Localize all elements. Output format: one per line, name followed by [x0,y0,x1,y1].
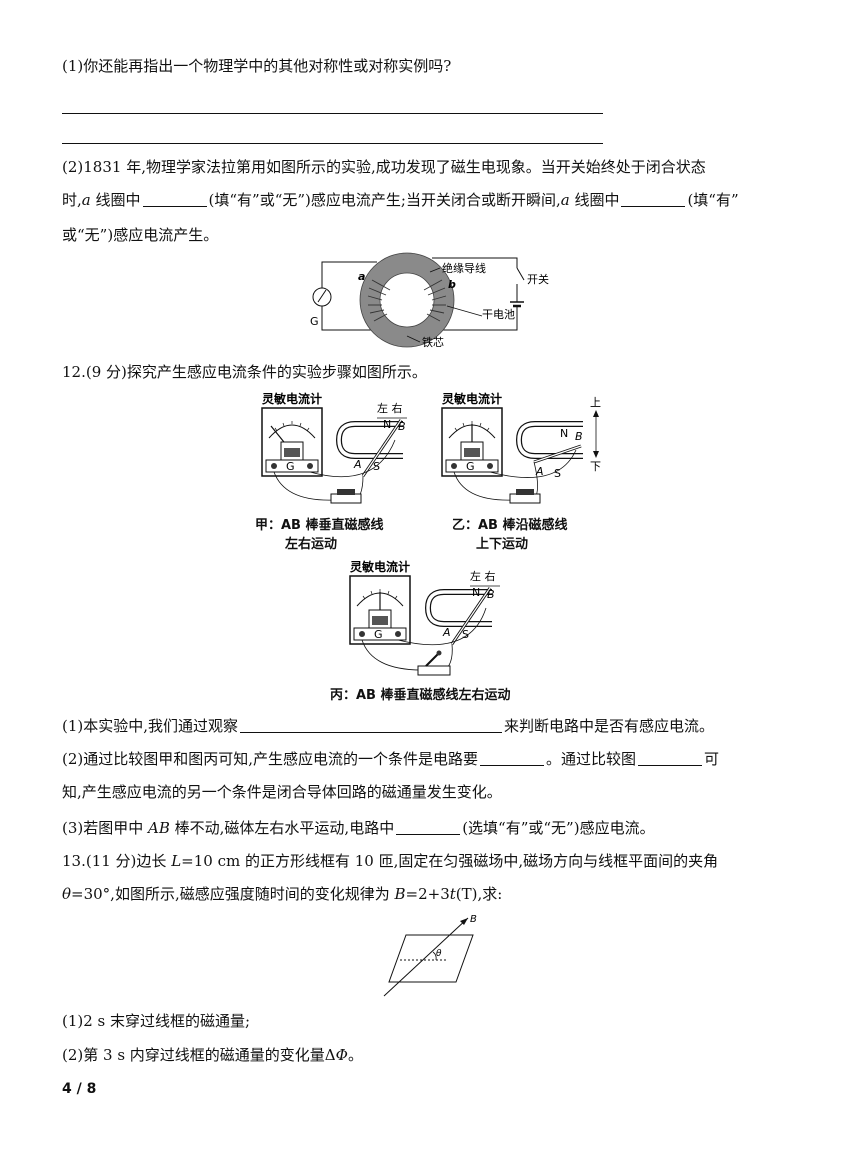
label-down: 下 [590,460,601,473]
label-s: S [554,467,561,480]
fill-blank[interactable] [240,718,503,733]
fill-blank[interactable] [142,192,207,207]
frame-field-figure: B θ [378,910,488,1004]
q12-stem: 12.(9 分)探究产生感应电流条件的实验步骤如图所示。 [62,363,427,381]
caption-jia-2: 左右运动 [285,537,338,552]
page-number: 4 / 8 [62,1081,97,1097]
text: (填“有”或“无”)感应电流产生;当开关闭合或断开瞬间, [208,191,561,209]
label-b: B [575,430,583,443]
label-a: A [353,458,362,471]
label-s: S [373,460,380,473]
var-phi: Φ [335,1046,348,1064]
label-b: B [487,588,495,601]
text: =2+3 [405,885,450,903]
var-a: a [81,191,91,209]
dir-left-right: 左 右 [377,401,403,415]
text: (3)若图甲中 [62,819,149,837]
label-battery: 干电池 [482,308,515,321]
q13-part2: (2)第 3 s 内穿过线框的磁通量的变化量ΔΦ。 [62,1045,363,1065]
figure-jia: 灵敏电流计 G 左 右 N B A S [255,390,425,552]
dir-left-right: 左 右 [470,569,496,583]
meter-title: 灵敏电流计 [262,391,322,406]
text: (2)第 3 s 内穿过线框的磁通量的变化量Δ [62,1046,336,1064]
var-t: t [449,885,456,903]
var-ab: AB [148,819,170,837]
fill-blank[interactable] [480,751,545,766]
q12-part2: (2)通过比较图甲和图丙可知,产生感应电流的一个条件是电路要 。通过比较图 可 [62,749,719,769]
caption-yi-2: 上下运动 [476,537,529,552]
fill-blank[interactable] [638,751,703,766]
caption-bing: 丙：AB 棒垂直磁感线左右运动 [330,688,511,703]
q13-part1: (1)2 s 末穿过线框的磁通量; [62,1012,251,1030]
text: (1)本实验中,我们通过观察 [62,717,239,735]
caption-jia-1: 甲：AB 棒垂直磁感线 [255,518,384,533]
label-s: S [462,628,469,641]
q12-part3: (3)若图甲中 AB 棒不动,磁体左右水平运动,电路中 (选填“有”或“无”)感应… [62,818,655,838]
label-theta: θ [436,949,442,959]
caption-yi-1: 乙：AB 棒沿磁感线 [452,518,568,533]
q11-part1: (1)你还能再指出一个物理学中的其他对称性或对称实例吗? [62,57,452,75]
figure-yi: 灵敏电流计 G 上 下 N B A S [438,390,613,552]
label-g: G [310,315,319,328]
label-b: B [398,420,406,433]
label-switch: 开关 [527,272,549,286]
q11-part2-line2: 时,a 线圈中(填“有”或“无”)感应电流产生;当开关闭合或断开瞬间,a 线圈中… [62,190,739,210]
text: =30°,如图所示,磁感应强度随时间的变化规律为 [71,885,395,903]
figure-bing: 灵敏电流计 G 左 右 N B A S 丙： [330,558,520,703]
text: 线圈中 [90,191,141,209]
fill-blank[interactable] [396,820,461,835]
text: (选填“有”或“无”)感应电流。 [462,819,655,837]
text: 可 [704,750,720,768]
label-wire: 绝缘导线 [442,261,486,275]
label-g: G [466,460,475,473]
label-up: 上 [590,396,601,409]
text: 线圈中 [569,191,620,209]
answer-line-1 [62,113,603,114]
meter-title: 灵敏电流计 [350,559,410,574]
q13-line1: 13.(11 分)边长 L=10 cm 的正方形线框有 10 匝,固定在匀强磁场… [62,851,718,871]
var-theta: θ [62,885,72,903]
var-l: L [171,852,182,870]
fill-blank[interactable] [621,192,686,207]
q11-part2-line1: (2)1831 年,物理学家法拉第用如图所示的实验,成功发现了磁生电现象。当开关… [62,158,706,176]
label-core: 铁芯 [422,335,444,349]
text: 时, [62,191,82,209]
answer-line-2 [62,143,603,144]
q12-part1: (1)本实验中,我们通过观察 来判断电路中是否有感应电流。 [62,716,714,736]
q12-part2-line2: 知,产生感应电流的另一个条件是闭合导体回路的磁通量发生变化。 [62,783,502,801]
text: 棒不动,磁体左右水平运动,电路中 [169,819,395,837]
label-g: G [286,460,295,473]
q13-line2: θ=30°,如图所示,磁感应强度随时间的变化规律为 B=2+3t(T),求: [62,884,502,904]
label-g: G [374,628,383,641]
text: 。通过比较图 [546,750,637,768]
meter-title: 灵敏电流计 [442,391,502,406]
text: 。 [347,1046,363,1064]
faraday-ring-figure: a b 绝缘导线 开关 干电池 铁芯 G [302,250,562,354]
text: 13.(11 分)边长 [62,852,172,870]
label-n: N [383,418,391,431]
text: (T),求: [455,885,503,903]
text: 来判断电路中是否有感应电流。 [504,717,715,735]
label-a: A [442,626,451,639]
text: =10 cm 的正方形线框有 10 匝,固定在匀强磁场中,磁场方向与线框平面间的… [181,852,719,870]
var-b: B [394,885,406,903]
q11-part2-line3: 或“无”)感应电流产生。 [62,226,219,244]
label-b: B [470,914,477,925]
label-n: N [560,427,568,440]
label-b: b [448,278,456,291]
var-a: a [560,191,570,209]
label-a: A [535,465,544,478]
label-a: a [358,270,365,283]
text: (填“有” [687,191,739,209]
label-n: N [472,586,480,599]
text: (2)通过比较图甲和图丙可知,产生感应电流的一个条件是电路要 [62,750,479,768]
